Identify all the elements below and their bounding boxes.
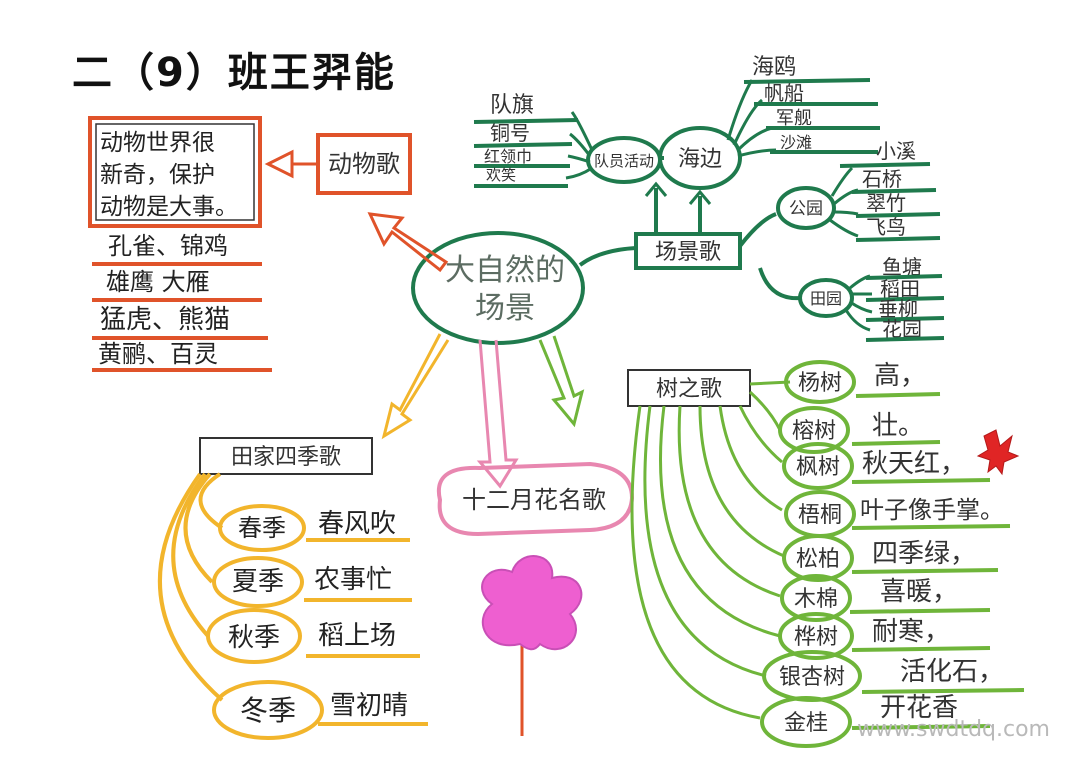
team-item-1: 队旗	[490, 93, 534, 118]
season-node-2	[212, 556, 304, 608]
sea-item-3: 军舰	[776, 108, 812, 129]
animals-label: 动物歌	[328, 150, 400, 178]
season-desc-4: 雪初晴	[330, 691, 408, 721]
animals-item-2: 雄鹰 大雁	[106, 268, 210, 296]
seasons-label: 田家四季歌	[231, 445, 341, 470]
season-name-2: 夏季	[232, 567, 284, 597]
season-node-4	[212, 680, 324, 740]
branch-animals: 动物歌 动物世界很 新奇，保护 动物是大事。 孔雀、锦鸡 雄鹰 大雁 猛虎、熊猫…	[88, 116, 449, 372]
branch-trees: 树之歌 杨树 高， 榕树 壮。 枫树 秋天红， 梧桐 叶子像手掌。 松柏 四季绿…	[538, 335, 1025, 748]
park-item-2: 石桥	[862, 167, 902, 191]
flower-drawing	[481, 555, 583, 736]
animals-box-line-1: 动物世界很	[100, 130, 215, 156]
branch-seasons: 田家四季歌 春季 春风吹 夏季 农事忙 秋季 稻上场 冬季 雪初晴	[158, 333, 450, 740]
tree-name-5: 松柏	[796, 547, 840, 572]
tree-name-1: 杨树	[798, 371, 842, 396]
team-item-3: 红领巾	[484, 147, 532, 166]
field-label: 田园	[810, 289, 842, 308]
season-name-4: 冬季	[240, 694, 296, 727]
park-item-1: 小溪	[876, 139, 916, 163]
field-node	[798, 278, 854, 318]
tree-desc-8: 活化石，	[900, 657, 1004, 687]
tree-desc-3: 秋天红，	[862, 449, 966, 479]
season-desc-2: 农事忙	[314, 565, 392, 595]
tree-node-6	[780, 574, 852, 622]
season-name-3: 秋季	[228, 623, 280, 653]
center-node: 大自然的 场景	[411, 231, 585, 345]
tree-name-7: 桦树	[794, 625, 838, 650]
tree-node-3	[782, 442, 854, 490]
maple-leaf-icon	[976, 429, 1020, 476]
park-node	[776, 186, 836, 230]
scenes-label-box	[634, 232, 742, 270]
tree-desc-2: 壮。	[872, 411, 924, 441]
page-title: 二（9）班王羿能	[72, 50, 396, 96]
tree-name-6: 木棉	[794, 587, 838, 612]
tree-node-7	[778, 612, 854, 660]
sea-label: 海边	[678, 147, 722, 172]
animals-box-line-3: 动物是大事。	[100, 194, 238, 220]
center-line1: 大自然的	[445, 253, 565, 288]
center-line2: 场景	[475, 291, 535, 326]
branch-scenes: 场景歌 海边 海鸥 帆船 军舰 沙滩 队员活动 队旗 铜号 红领巾	[473, 55, 945, 342]
scenes-label: 场景歌	[655, 240, 721, 265]
tree-node-2	[778, 406, 850, 454]
tree-name-4: 梧桐	[798, 503, 842, 528]
animals-item-1: 孔雀、锦鸡	[108, 232, 228, 260]
tree-name-8: 银杏树	[779, 665, 845, 690]
season-desc-1: 春风吹	[318, 509, 396, 539]
sea-item-1: 海鸥	[752, 55, 796, 80]
park-item-4: 飞鸟	[866, 215, 906, 239]
branch-flowers: 十二月花名歌	[436, 339, 635, 736]
park-item-3: 翠竹	[866, 191, 906, 215]
tree-desc-4: 叶子像手掌。	[860, 496, 1004, 524]
tree-name-3: 枫树	[796, 455, 840, 480]
tree-desc-5: 四季绿，	[872, 539, 976, 569]
animals-item-4: 黄鹂、百灵	[98, 340, 218, 368]
tree-desc-7: 耐寒，	[872, 617, 950, 647]
animals-item-3: 猛虎、熊猫	[100, 305, 230, 335]
seasons-label-box	[199, 437, 373, 475]
tree-name-9: 金桂	[784, 711, 828, 736]
trees-label-box	[627, 369, 751, 407]
flowers-label: 十二月花名歌	[462, 486, 606, 514]
animals-box-line-2: 新奇，保护	[100, 162, 215, 188]
season-name-1: 春季	[238, 514, 286, 542]
tree-name-2: 榕树	[792, 419, 836, 444]
watermark: www.swdtdq.com	[857, 717, 1050, 742]
animals-text-box	[88, 116, 262, 228]
sea-item-4: 沙滩	[780, 133, 812, 152]
team-item-4: 欢笑	[486, 166, 516, 184]
tree-desc-1: 高，	[874, 361, 926, 391]
tree-node-9	[760, 696, 852, 748]
team-item-2: 铜号	[490, 121, 530, 145]
tree-desc-9: 开花香	[880, 693, 958, 723]
season-desc-3: 稻上场	[318, 621, 396, 651]
team-label: 队员活动	[594, 152, 654, 170]
sea-item-2: 帆船	[764, 81, 804, 105]
park-label: 公园	[789, 199, 823, 219]
tree-node-5	[782, 534, 854, 582]
tree-desc-6: 喜暖，	[880, 577, 958, 607]
season-node-1	[218, 504, 306, 552]
season-node-3	[206, 608, 302, 664]
trees-label: 树之歌	[656, 377, 722, 402]
tree-node-1	[784, 360, 856, 404]
